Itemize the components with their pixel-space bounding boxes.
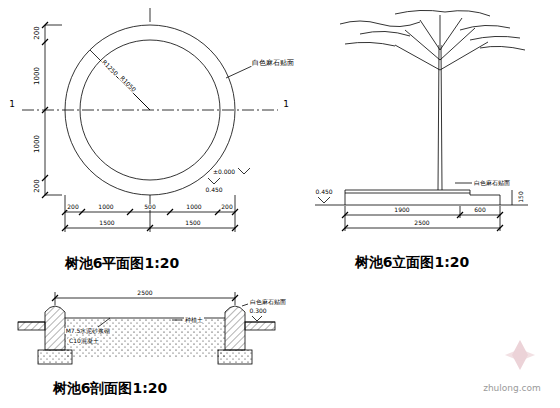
dimension: 200: [34, 178, 41, 193]
dimension: 200: [66, 204, 79, 210]
dimension: 1000: [97, 204, 114, 210]
dimension: 1500: [98, 220, 115, 226]
view-title: 树池6剖面图1:20: [52, 381, 169, 395]
dimension: 1900: [393, 207, 410, 213]
material-note: M7.5水泥砂浆砌: [65, 328, 112, 334]
dimension: 500: [143, 204, 156, 210]
dimension: 1000: [185, 204, 202, 210]
material-note: 白色麻石贴面: [473, 180, 511, 186]
dimension: 200: [220, 204, 233, 210]
radius: R1250: [100, 58, 119, 77]
material-note: 种植土: [184, 317, 204, 323]
dimension: 600: [473, 207, 486, 213]
view-title: 树池6立面图1:20: [354, 255, 471, 269]
watermark: zhulong.com: [482, 384, 542, 393]
level: 0.300: [248, 308, 267, 314]
material-note: 白色麻石贴面: [251, 60, 295, 67]
dimension: 1000: [34, 134, 41, 154]
level: ±0.000: [212, 169, 236, 175]
radius: R1050: [118, 74, 137, 93]
view-title: 树池6平面图1:20: [64, 256, 181, 270]
level: 0.450: [314, 189, 333, 195]
dimension: 150: [518, 190, 524, 203]
dimension: 1000: [34, 66, 41, 86]
dimension: 200: [34, 25, 41, 40]
dimension: 1500: [184, 220, 201, 226]
section-mark: 1: [282, 100, 290, 109]
dimension: 2500: [413, 220, 430, 226]
material-note: 白色麻石贴面: [249, 299, 287, 305]
level: 0.450: [204, 187, 223, 193]
section-mark: 1: [8, 100, 16, 109]
material-note: C10混凝土: [68, 338, 100, 344]
dimension: 2500: [136, 290, 153, 296]
